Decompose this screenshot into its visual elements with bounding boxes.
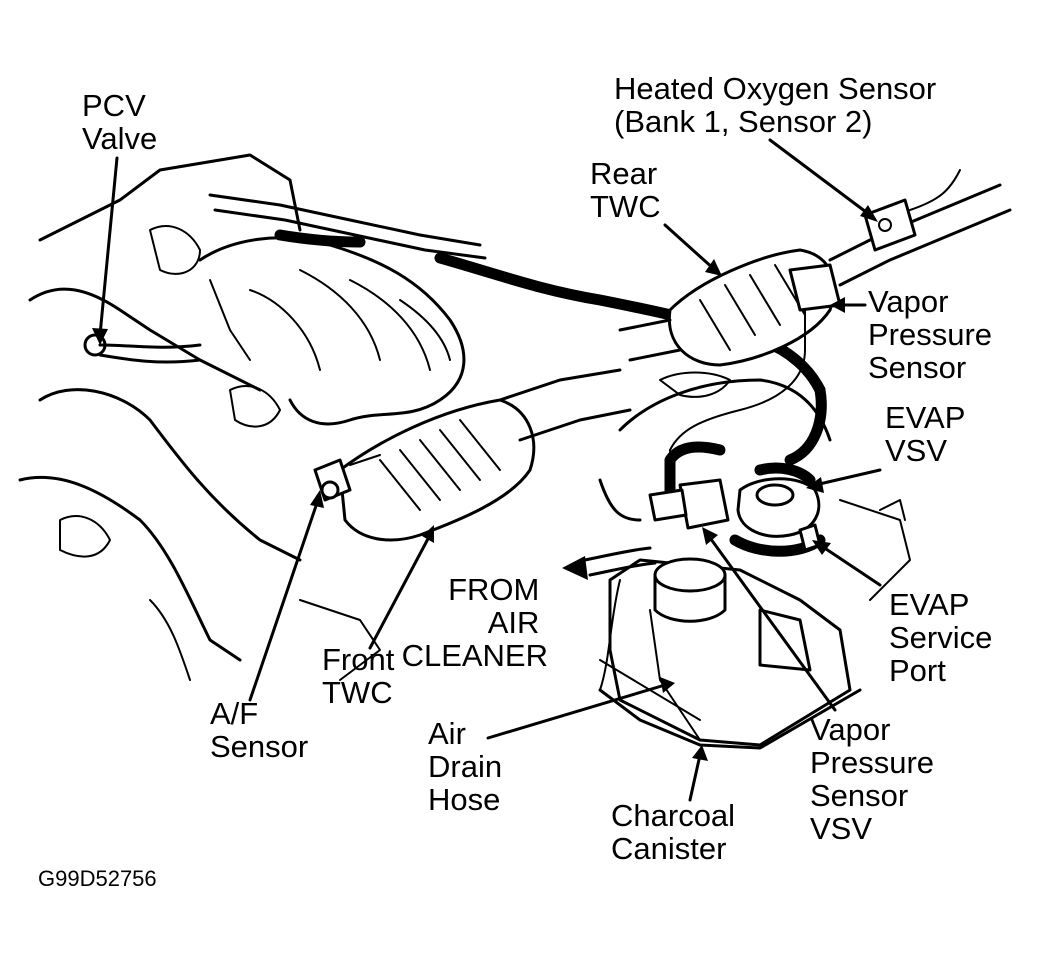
engine-block: [18, 153, 381, 681]
top-hoses: [208, 193, 826, 396]
leader-lines: [92, 138, 882, 802]
intake-manifold: [149, 225, 466, 428]
from-air-cleaner-label: FROM AIR CLEANER: [402, 572, 548, 673]
af-sensor-part: [313, 454, 381, 502]
evap-vsv-part: [664, 384, 827, 557]
figure-code: G99D52756: [38, 866, 157, 891]
af-sensor-label: A/F Sensor: [210, 696, 308, 764]
charcoal-canister-part: [599, 557, 852, 747]
front-twc-label: Front TWC: [322, 642, 403, 710]
vapor-pressure-sensor-vsv-part: [648, 478, 730, 530]
vapor-pressure-sensor-vsv-label: Vapor Pressure Sensor VSV: [810, 712, 943, 846]
vapor-pressure-sensor-label: Vapor Pressure Sensor: [868, 284, 1001, 385]
evap-service-port-label: EVAP Service Port: [889, 587, 1001, 688]
rear-twc-label: Rear TWC: [590, 156, 666, 224]
charcoal-canister-label: Charcoal Canister: [611, 798, 744, 866]
evap-vsv-label: EVAP VSV: [885, 400, 973, 468]
canister-base: [598, 688, 862, 750]
air-drain-hose-label: Air Drain Hose: [428, 716, 511, 817]
heated-oxygen-sensor-part: [863, 169, 961, 252]
air-cleaner-inlet: [562, 546, 657, 580]
air-drain-hose-part: [599, 579, 701, 741]
front-twc-part: [338, 368, 632, 542]
pcv-valve-label: PCV Valve: [82, 88, 157, 156]
heated-oxygen-sensor-label: Heated Oxygen Sensor (Bank 1, Sensor 2): [614, 71, 945, 139]
